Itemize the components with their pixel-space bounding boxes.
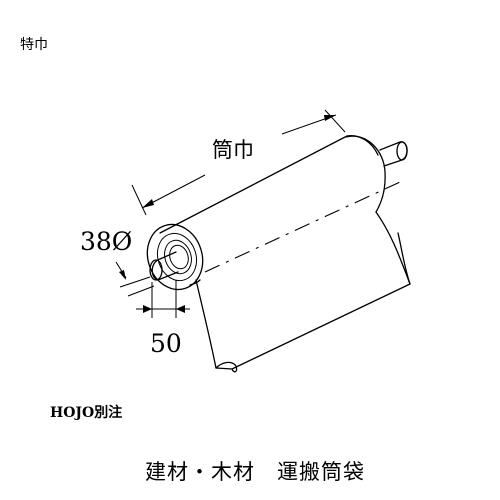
bag-bottom-curl [215,361,238,373]
width-ext-right [324,109,346,133]
width-ext-left [131,184,147,216]
roll-top-edge [159,135,379,234]
roll-inner-ring-1 [156,232,198,282]
header-label: 特巾 [20,37,48,53]
roll-inner-ring-2 [164,239,192,275]
note-label: HOJO別注 [50,405,123,421]
caption: 建材・木材 運搬筒袋 [145,460,365,484]
left-shaft-end [149,259,163,281]
core-arrow-left [143,305,152,313]
roll-right-end [345,135,386,213]
diameter-tick-1 [119,276,151,288]
width-label: 筒巾 [212,138,254,162]
diameter-label: 38Ø [80,227,132,256]
right-shaft-end [396,141,408,161]
roll-inner-ring-3 [169,244,189,270]
bag-right-edge [375,211,411,285]
roll-bottom-edge [189,279,201,286]
center-line [204,181,401,273]
core-label: 50 [150,329,182,358]
core-arrow-right [176,305,185,313]
roll-left-face [146,223,204,291]
width-arrow-left [142,199,154,208]
bag-sheet [195,232,411,370]
width-arrow-right [324,115,336,121]
diameter-tick-2 [127,285,155,297]
diameter-arrow [119,270,126,280]
